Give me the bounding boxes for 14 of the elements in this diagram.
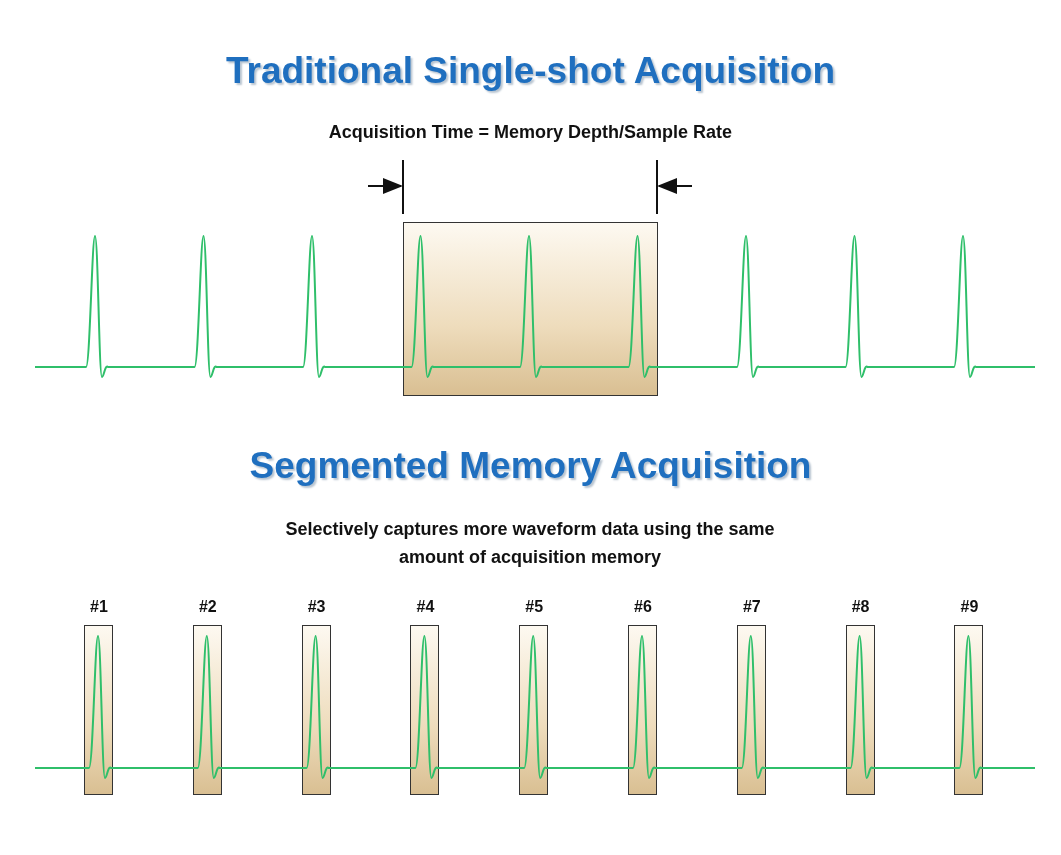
- segment-number: #4: [415, 598, 436, 616]
- segment-number: #3: [306, 598, 327, 616]
- formula-text: Acquisition Time = Memory Depth/Sample Rate: [327, 121, 734, 144]
- segment-number: #6: [633, 598, 653, 616]
- acquisition-window: [403, 222, 658, 396]
- section-title: Segmented Memory Acquisition: [248, 445, 813, 487]
- segment-number: #5: [524, 598, 545, 616]
- section-title: Traditional Single-shot Acquisition: [224, 50, 837, 92]
- segment-number: #1: [89, 598, 109, 616]
- description-text: Selectively captures more waveform data using the same amount of acquisition memory: [284, 518, 776, 569]
- segment-number: #7: [741, 598, 762, 616]
- segment-number: #9: [959, 598, 980, 616]
- segment-number: #2: [197, 598, 218, 616]
- segment-number: #8: [850, 598, 871, 616]
